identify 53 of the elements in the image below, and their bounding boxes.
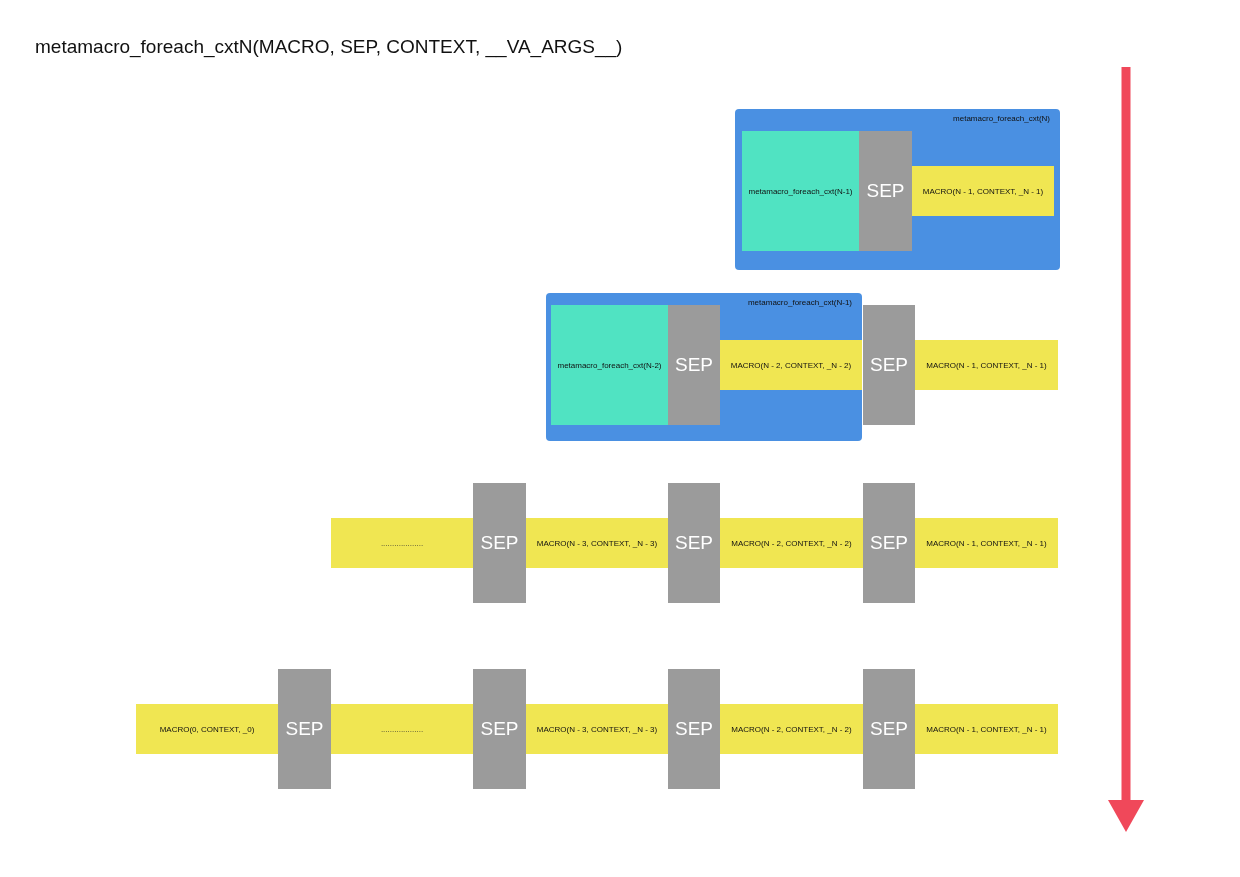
separator-box [473,483,526,603]
separator-label: SEP [675,354,713,376]
ellipsis-text: ................... [380,538,424,548]
macro-call-box [915,340,1058,390]
ellipsis-text: ................... [380,724,424,734]
separator-label: SEP [480,532,519,554]
macro-call-text: MACRO(N - 2, CONTEXT, _N - 2) [731,538,852,548]
box-label: metamacro_foreach_cxt(N-1) [748,186,853,196]
macro-call-text: MACRO(N - 2, CONTEXT, _N - 2) [731,724,852,734]
separator-box [859,131,912,251]
container-box [546,293,862,441]
macro-call-box [915,704,1058,754]
box-label: metamacro_foreach_cxt(N) [953,114,1050,123]
separator-box [863,305,915,425]
box-label: metamacro_foreach_cxt(N-1) [747,298,852,307]
container-box [735,109,1060,270]
macro-call-box [136,704,278,754]
separator-label: SEP [870,354,908,376]
separator-box [668,669,720,789]
separator-box [668,483,720,603]
ellipsis-box [331,518,473,568]
separator-box [863,483,915,603]
macro-call-text: MACRO(0, CONTEXT, _0) [159,724,255,734]
separator-label: SEP [675,718,713,740]
macro-call-text: MACRO(N - 1, CONTEXT, _N - 1) [926,360,1047,370]
macro-call-text: MACRO(N - 3, CONTEXT, _N - 3) [536,724,658,734]
macro-call-text: MACRO(N - 1, CONTEXT, _N - 1) [926,538,1047,548]
macro-call-text: MACRO(N - 2, CONTEXT, _N - 2) [730,360,852,370]
separator-label: SEP [870,532,908,554]
macro-call-text: MACRO(N - 1, CONTEXT, _N - 1) [926,724,1047,734]
ellipsis-box [331,704,473,754]
separator-box [863,669,915,789]
separator-box [278,669,331,789]
separator-label: SEP [870,718,908,740]
nested-call-box [551,305,668,425]
macro-call-box [912,166,1054,216]
macro-call-box [720,704,863,754]
separator-box [668,305,720,425]
diagram-title: metamacro_foreach_cxtN(MACRO, SEP, CONTEXT, __VA_ARGS__) [35,36,623,58]
separator-label: SEP [285,718,324,740]
macro-call-box [526,704,668,754]
separator-box [473,669,526,789]
separator-label: SEP [675,532,713,554]
separator-label: SEP [866,180,905,202]
macro-call-box [526,518,668,568]
macro-call-text: MACRO(N - 1, CONTEXT, _N - 1) [922,186,1044,196]
macro-call-box [720,518,863,568]
nested-call-box [742,131,859,251]
macro-call-box [720,340,862,390]
box-label: metamacro_foreach_cxt(N-2) [557,360,662,370]
macro-call-text: MACRO(N - 3, CONTEXT, _N - 3) [536,538,658,548]
macro-call-box [915,518,1058,568]
separator-label: SEP [480,718,519,740]
